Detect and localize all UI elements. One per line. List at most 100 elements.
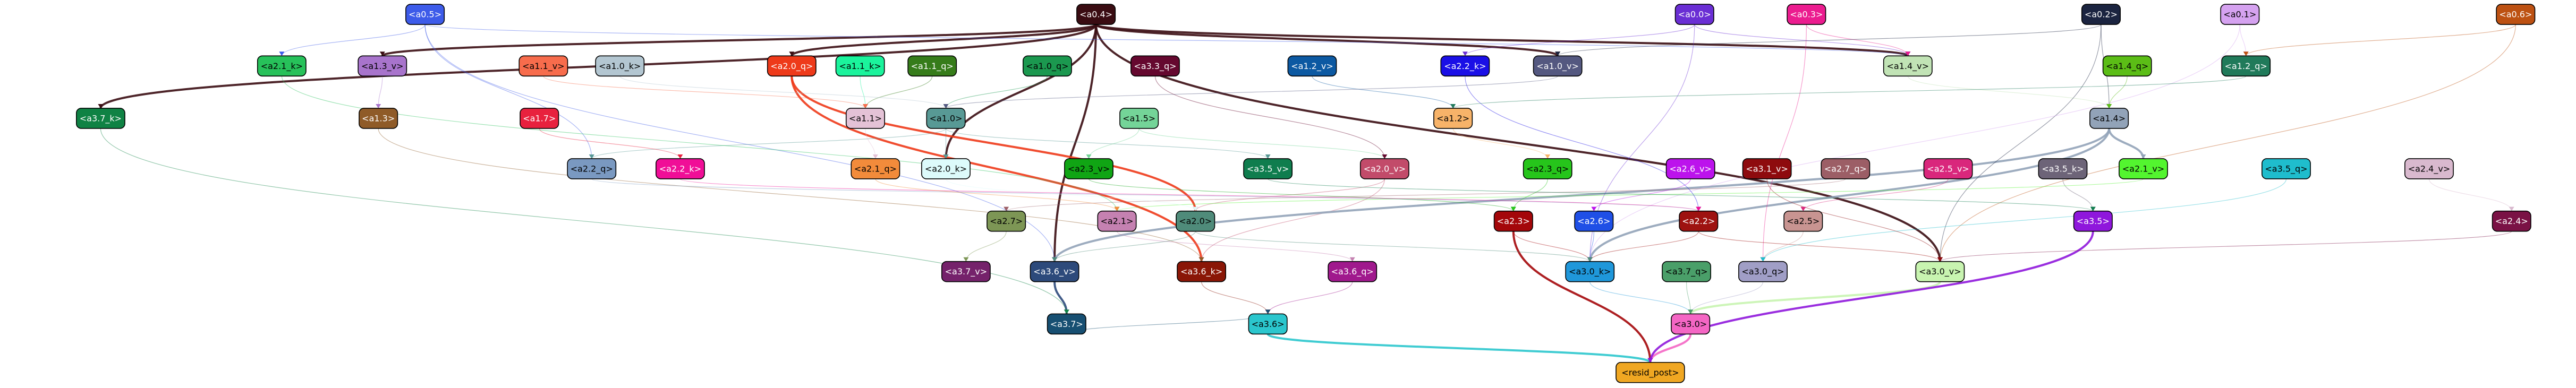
node-a2-1-k[interactable]: <a2.1_k> — [257, 55, 307, 77]
node-a1-5[interactable]: <a1.5> — [1119, 108, 1159, 129]
edge-a2-2-to-a3-0-k — [1589, 231, 1699, 262]
node-label-a0-3: <a0.3> — [1790, 10, 1823, 20]
node-box-a2-2-k2 — [656, 158, 705, 179]
node-label-a2-5-v: <a2.5_v> — [1927, 163, 1969, 174]
node-a2-3-v[interactable]: <a2.3_v> — [1064, 158, 1113, 179]
node-a2-4-v[interactable]: <a2.4_v> — [2404, 158, 2454, 179]
node-a2-3[interactable]: <a2.3> — [1493, 210, 1533, 232]
node-a1-3-v[interactable]: <a1.3_v> — [358, 55, 407, 77]
node-a3-7-k[interactable]: <a3.7_k> — [76, 108, 125, 129]
node-resid-post[interactable]: <resid_post> — [1616, 361, 1685, 383]
node-a3-6-v[interactable]: <a3.6_v> — [1030, 261, 1079, 282]
node-a2-7[interactable]: <a2.7> — [987, 210, 1026, 232]
node-a1-3[interactable]: <a1.3> — [359, 108, 398, 129]
node-a2-2[interactable]: <a2.2> — [1679, 210, 1719, 232]
edge-arrowhead-a0-5-to-a2-1-k — [279, 51, 285, 56]
node-a1-7[interactable]: <a1.7> — [520, 108, 559, 129]
node-a3-0[interactable]: <a3.0> — [1671, 313, 1711, 335]
node-a0-3[interactable]: <a0.3> — [1787, 4, 1826, 25]
edge-a2-3-v-to-a2-3 — [1088, 178, 1514, 212]
node-a0-0[interactable]: <a0.0> — [1674, 4, 1714, 25]
node-a0-1[interactable]: <a0.1> — [2220, 4, 2260, 25]
node-a2-2-k2[interactable]: <a2.2_k> — [656, 158, 705, 179]
node-a3-5-k[interactable]: <a3.5_k> — [2038, 158, 2088, 179]
edge-a2-5-v-to-a2-5 — [1803, 178, 1949, 211]
node-a1-1-k[interactable]: <a1.1_k> — [835, 55, 885, 77]
node-a1-4[interactable]: <a1.4> — [2089, 108, 2129, 129]
node-a2-1-v[interactable]: <a2.1_v> — [2119, 158, 2168, 179]
node-a1-1-v[interactable]: <a1.1_v> — [518, 55, 568, 77]
node-a3-6[interactable]: <a3.6> — [1248, 313, 1288, 335]
node-label-a3-7-v: <a3.7_v> — [945, 266, 988, 277]
edge-arrowhead-a1-1-to-a2-1-q — [872, 154, 878, 159]
edge-arrowhead-a1-3-v-to-a1-3 — [376, 104, 381, 108]
node-a1-2[interactable]: <a1.2> — [1433, 108, 1473, 129]
node-a0-5[interactable]: <a0.5> — [405, 4, 445, 25]
node-a0-2[interactable]: <a0.2> — [2081, 4, 2121, 25]
edge-a0-4-to-a3-6-v — [1053, 24, 1098, 262]
node-a3-7-q[interactable]: <a3.7_q> — [1662, 261, 1711, 282]
node-label-a3-0: <a3.0> — [1674, 319, 1707, 329]
node-label-a2-2-k: <a2.2_k> — [1444, 61, 1486, 72]
node-a3-1-v[interactable]: <a3.1_v> — [1742, 158, 1792, 179]
node-a3-5-q[interactable]: <a3.5_q> — [2262, 158, 2311, 179]
node-a3-5-v[interactable]: <a3.5_v> — [1243, 158, 1293, 179]
node-a2-0-q[interactable]: <a2.0_q> — [767, 55, 817, 77]
edge-a2-1-k-to-a2-1 — [281, 76, 1118, 211]
node-a1-4-q[interactable]: <a1.4_q> — [2102, 55, 2152, 77]
node-label-a3-5-v: <a3.5_v> — [1247, 163, 1289, 174]
edge-a0-4-to-a2-0-q — [790, 23, 1098, 57]
node-a2-2-k[interactable]: <a2.2_k> — [1440, 55, 1490, 77]
edge-a2-0-to-a3-0-k — [1195, 231, 1591, 262]
node-box-a2-7-q — [1821, 158, 1871, 179]
node-a2-2-q[interactable]: <a2.2_q> — [567, 158, 617, 179]
node-label-resid-post: <resid_post> — [1621, 367, 1679, 378]
node-box-a3-7 — [1047, 313, 1086, 335]
node-a2-1[interactable]: <a2.1> — [1097, 210, 1137, 232]
node-label-a2-2-k2: <a2.2_k> — [659, 163, 701, 174]
node-a3-6-k[interactable]: <a3.6_k> — [1177, 261, 1227, 282]
node-a1-0-q[interactable]: <a1.0_q> — [1023, 55, 1072, 77]
edge-arrowhead-a1-5-to-a2-3-v — [1086, 154, 1092, 159]
node-a2-1-q[interactable]: <a2.1_q> — [851, 158, 900, 179]
node-a3-0-k[interactable]: <a3.0_k> — [1565, 261, 1615, 282]
node-a0-4[interactable]: <a0.4> — [1076, 4, 1116, 25]
node-box-a1-2-q — [2221, 55, 2271, 77]
node-a2-3-q[interactable]: <a2.3_q> — [1523, 158, 1572, 179]
node-a3-7[interactable]: <a3.7> — [1047, 313, 1086, 335]
node-a0-6[interactable]: <a0.6> — [2496, 4, 2536, 25]
node-a1-1[interactable]: <a1.1> — [845, 108, 885, 129]
node-a3-7-v[interactable]: <a3.7_v> — [941, 261, 991, 282]
node-box-a2-0-q — [767, 55, 817, 77]
node-a1-0-k[interactable]: <a1.0_k> — [595, 55, 645, 77]
node-a1-0-v[interactable]: <a1.0_v> — [1533, 55, 1583, 77]
node-a3-0-q[interactable]: <a3.0_q> — [1738, 261, 1788, 282]
node-a3-5[interactable]: <a3.5> — [2073, 210, 2113, 232]
node-a2-5[interactable]: <a2.5> — [1783, 210, 1823, 232]
node-a1-4-v[interactable]: <a1.4_v> — [1883, 55, 1933, 77]
node-a2-4[interactable]: <a2.4> — [2492, 210, 2531, 232]
node-a2-5-v[interactable]: <a2.5_v> — [1923, 158, 1973, 179]
node-a1-2-v[interactable]: <a1.2_v> — [1287, 55, 1337, 77]
node-a3-3-q[interactable]: <a3.3_q> — [1130, 55, 1180, 77]
node-a2-6-v[interactable]: <a2.6_v> — [1665, 158, 1715, 179]
node-a3-6-q[interactable]: <a3.6_q> — [1328, 261, 1378, 282]
node-box-a2-6 — [1574, 210, 1614, 232]
node-box-resid-post — [1616, 361, 1685, 383]
node-a2-0-v[interactable]: <a2.0_v> — [1359, 158, 1409, 179]
node-box-a1-0 — [926, 108, 966, 129]
edge-a2-4-to-a3-0-v — [1940, 231, 2512, 262]
node-label-a3-6-q: <a3.6_q> — [1331, 266, 1374, 277]
node-box-a3-0-k — [1565, 261, 1615, 282]
node-a1-1-q[interactable]: <a1.1_q> — [907, 55, 957, 77]
node-a2-7-q[interactable]: <a2.7_q> — [1821, 158, 1871, 179]
node-a2-6[interactable]: <a2.6> — [1574, 210, 1614, 232]
edge-arrowhead-a3-5-to-resid-post — [1647, 358, 1653, 363]
node-a1-0[interactable]: <a1.0> — [926, 108, 966, 129]
edge-a1-4-to-a3-6-v — [1053, 128, 2111, 262]
node-a3-0-v[interactable]: <a3.0_v> — [1915, 261, 1965, 282]
node-a2-0-k[interactable]: <a2.0_k> — [921, 158, 971, 179]
node-a2-0[interactable]: <a2.0> — [1176, 210, 1215, 232]
node-a1-2-q[interactable]: <a1.2_q> — [2221, 55, 2271, 77]
node-box-a1-3-v — [358, 55, 407, 77]
